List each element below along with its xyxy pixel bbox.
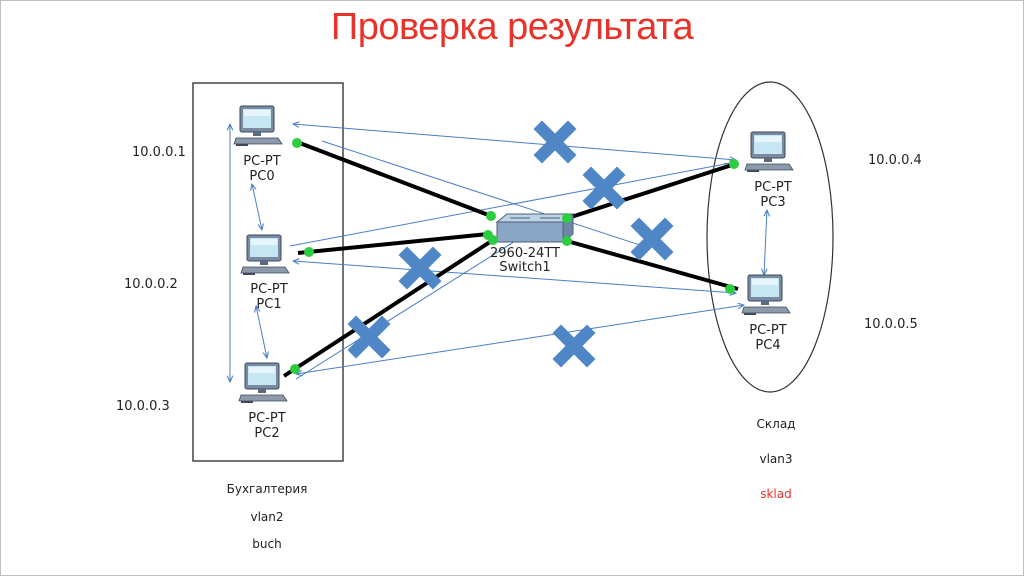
cable-pc1-switch [297,232,489,255]
blocked-x-icon [542,129,568,155]
port-dot [562,236,572,246]
pc1-type: PC-PT [250,282,288,297]
link-pc2-pc4 [296,305,744,374]
link-pc1-pc2 [256,306,267,358]
vlan3-id: vlan3 [759,452,793,466]
pc2-icon [238,362,288,404]
pc3-type: PC-PT [754,180,792,195]
pc3-ip: 10.0.0.4 [868,153,922,168]
pc1-label: PC-PT PC1 [234,282,304,312]
switch-model: 2960-24TT [490,246,560,261]
pc4-ip: 10.0.0.5 [864,317,918,332]
pc2-type: PC-PT [248,411,286,426]
pc1-icon [240,234,290,276]
vlan2-id: vlan2 [250,510,284,524]
cable-switch-pc4 [566,239,739,291]
pc0-ip: 10.0.0.1 [132,145,186,160]
port-dot [486,211,496,221]
port-dot [562,213,572,223]
pc3-name: PC3 [760,195,786,210]
link-pc0-pc1 [252,184,262,230]
link-pc2-pc3-a [295,227,537,380]
cable-pc2-switch [282,238,495,378]
port-dot [290,364,300,374]
switch-name: Switch1 [499,260,551,275]
pc4-icon [741,274,791,316]
pc0-name: PC0 [249,169,275,184]
switch-label: 2960-24TT Switch1 [480,247,570,275]
link-pc0-pc3 [293,124,736,160]
pc1-ip: 10.0.0.2 [124,277,178,292]
blocked-x-icon [561,333,587,359]
vlan2-label: Бухгалтерия [226,482,308,496]
pc0-label: PC-PT PC0 [227,154,297,184]
vlan2-name: buch [252,537,282,551]
switch-icon [495,212,575,244]
physical-cables [282,140,739,378]
vlan3-label: Склад [756,417,796,431]
port-dot [488,235,498,245]
pc0-type: PC-PT [243,154,281,169]
pc0-icon [233,105,283,147]
pc1-name: PC1 [256,297,282,312]
pc2-label: PC-PT PC2 [232,411,302,441]
pc2-ip: 10.0.0.3 [116,399,170,414]
link-pc3-pc4 [764,210,767,275]
pc2-name: PC2 [254,426,280,441]
pc3-label: PC-PT PC3 [738,180,808,210]
port-dot [304,247,314,257]
blocked-x-icon [407,255,433,281]
blocked-x-icon [639,226,665,252]
pc4-label: PC-PT PC4 [733,323,803,353]
pc4-type: PC-PT [749,323,787,338]
link-pc1-pc4 [293,261,736,293]
vlan3-group-ellipse [706,81,834,393]
slide-title: Проверка результата [330,6,694,48]
port-indicators [290,138,739,374]
port-dot [292,138,302,148]
port-dot [725,284,735,294]
blocked-x-icon [356,324,382,350]
vlan3-name: sklad [760,487,792,501]
link-pc0-pc4 [321,140,646,247]
pc4-name: PC4 [755,338,781,353]
blocked-x-icon [591,175,617,201]
cable-pc0-switch [296,140,492,218]
cable-switch-pc3 [564,162,736,221]
port-dot [729,159,739,169]
pc3-icon [744,131,794,173]
